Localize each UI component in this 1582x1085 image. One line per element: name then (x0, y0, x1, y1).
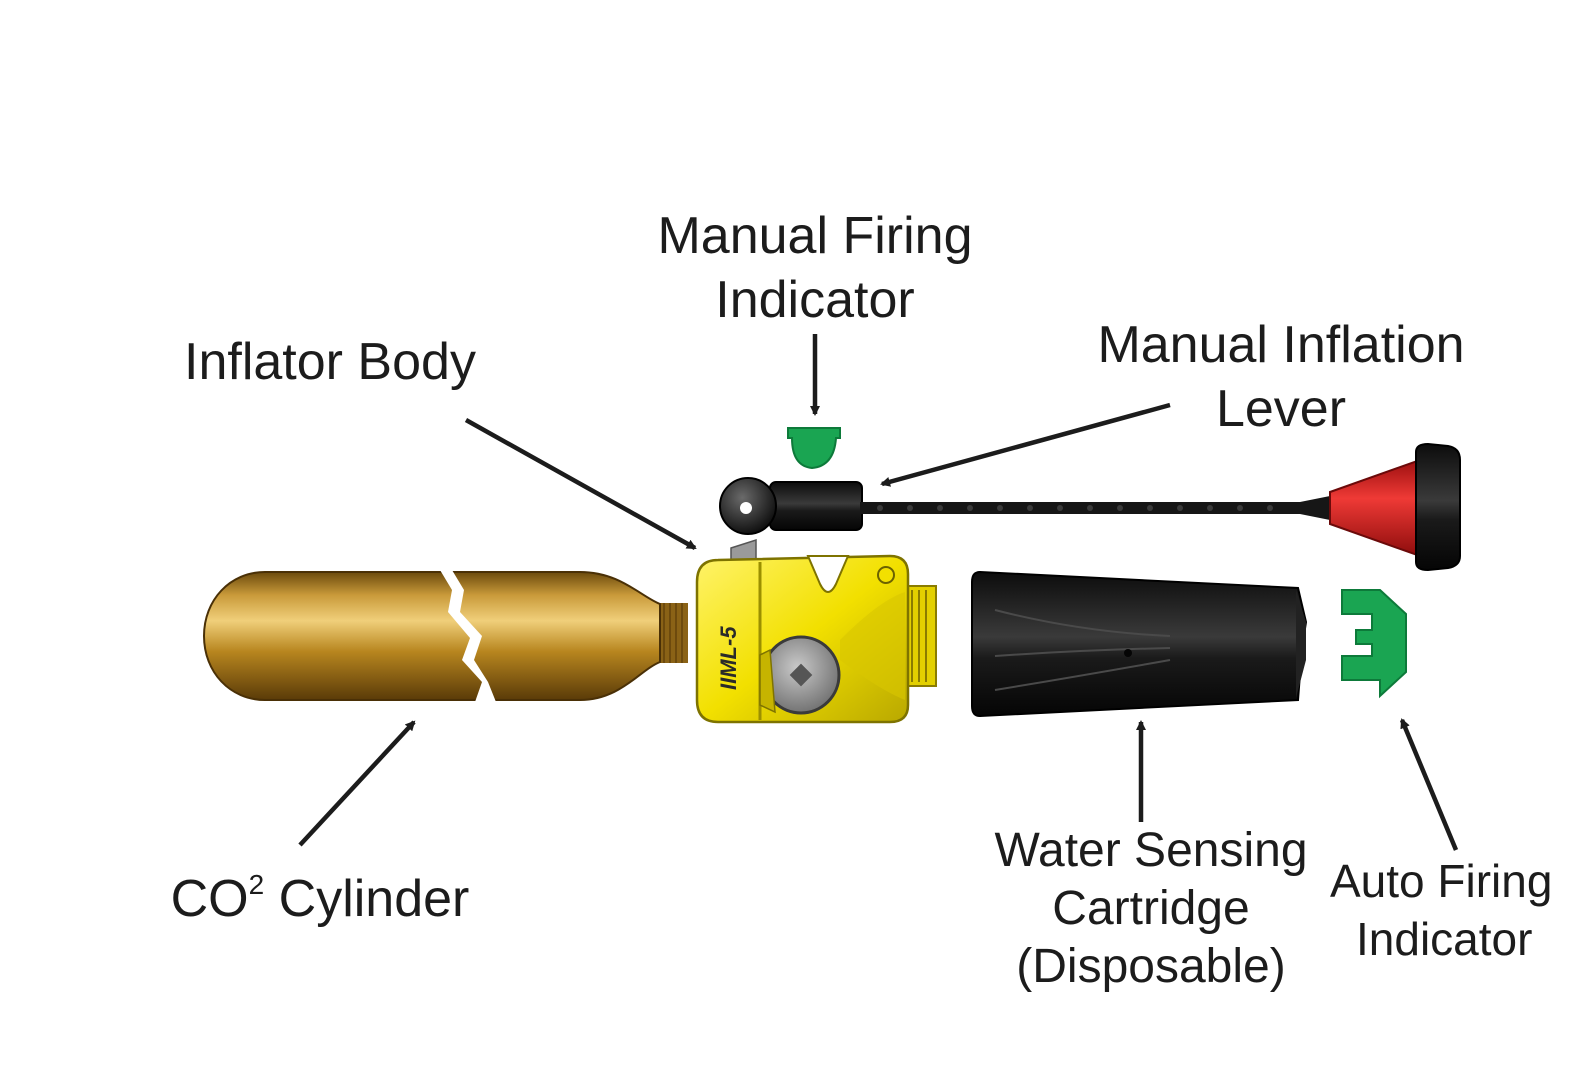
water-sensing-cartridge (971, 570, 1308, 718)
label-manual-firing-indicator-line1: Manual Firing (657, 207, 973, 265)
co2-superscript: 2 (248, 869, 265, 900)
lever-cord-beads (877, 505, 1273, 511)
label-auto-firing-indicator: Auto Firing Indicator (1330, 852, 1582, 968)
label-water-sensing-line2: Cartridge (1052, 882, 1250, 935)
manual-firing-indicator-part (787, 427, 841, 470)
arrow-co2-cylinder (298, 720, 416, 847)
label-water-sensing-line1: Water Sensing (994, 824, 1308, 877)
label-auto-firing-line1: Auto Firing (1330, 855, 1553, 907)
label-manual-inflation-lever-line1: Manual Inflation (1097, 316, 1465, 374)
co2-prefix: CO (170, 870, 249, 928)
leader-arrows (298, 334, 1459, 851)
manual-inflation-lever (719, 442, 1461, 572)
label-manual-firing-indicator-line2: Indicator (715, 271, 915, 329)
label-water-sensing-cartridge: Water Sensing Cartridge (Disposable) (968, 822, 1334, 996)
label-co2-cylinder-text: CO2 Cylinder (130, 853, 510, 931)
inflator-body: IIML-5 (695, 538, 937, 724)
co2-cylinder (202, 570, 688, 702)
label-co2-cylinder: CO2 Cylinder (130, 853, 510, 931)
label-manual-firing-indicator: Manual Firing Indicator (596, 204, 1034, 332)
arrow-inflator-body (464, 418, 697, 550)
label-manual-inflation-lever: Manual Inflation Lever (1050, 313, 1512, 441)
arrow-auto-firing-indicator (1399, 718, 1459, 851)
label-inflator-body: Inflator Body (140, 330, 520, 394)
arrow-manual-inflation-lever (880, 402, 1171, 487)
co2-suffix: Cylinder (264, 870, 470, 928)
label-inflator-body-line1: Inflator Body (184, 333, 476, 391)
label-auto-firing-line2: Indicator (1356, 913, 1533, 965)
device-marking: IIML-5 (716, 626, 741, 690)
label-water-sensing-line3: (Disposable) (1016, 940, 1286, 993)
auto-firing-indicator-part (1341, 589, 1407, 699)
label-manual-inflation-lever-line2: Lever (1215, 380, 1347, 438)
